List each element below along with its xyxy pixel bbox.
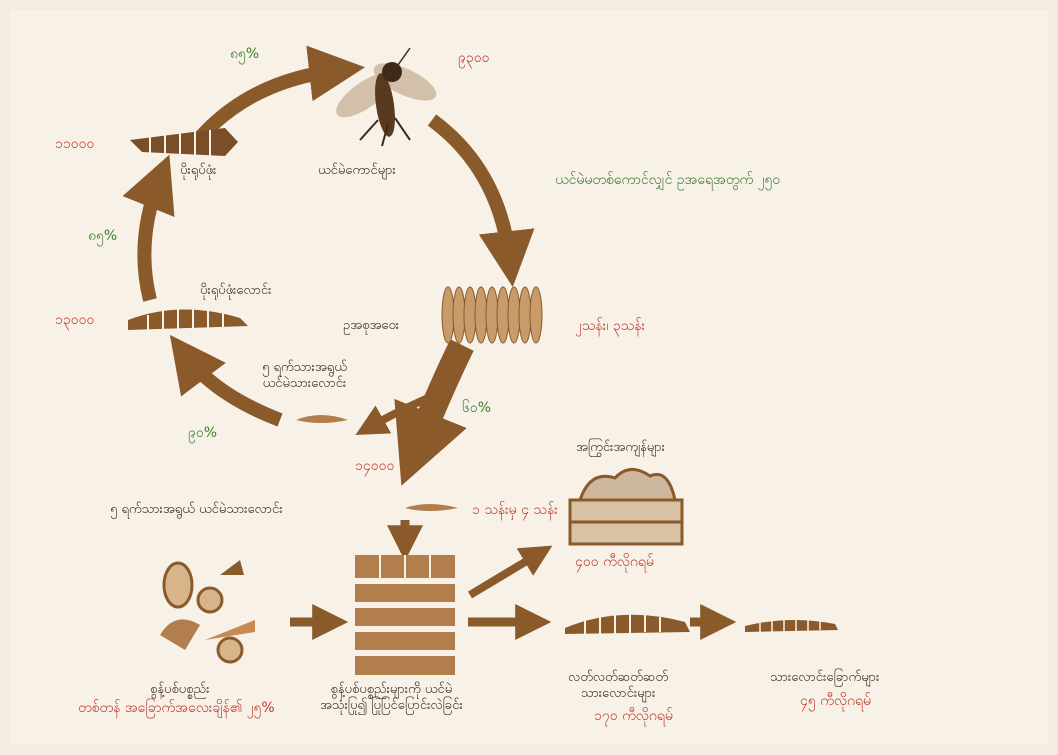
fly-label: ယင်မဲကောင်များ	[318, 163, 396, 178]
pupa-label: ပိုးရုပ်ဖုံး	[180, 163, 217, 178]
process-larva-label: ၅ ရက်သားအရွယ် ယင်မဲသားလောင်း	[110, 502, 283, 517]
pupa-survival-rate: ၈၅%	[230, 46, 260, 62]
conversion-label: စွန့်ပစ်ပစ္စည်းများကို ယင်မဲ အသုံးပြု၍ ပ…	[320, 682, 463, 714]
eggs-per-female: ယင်မဲမတစ်ကောင်လျှင် ဥအရေအတွက် ၂၅၀	[555, 172, 781, 188]
larva-small-illustration-cycle	[296, 415, 348, 423]
larva-small-illustration-process	[405, 504, 458, 511]
waste-amount: တစ်တန် အခြောက်အလေးချိန်၏ ၂၅%	[78, 700, 275, 716]
arrow-eggs-to-hatch	[394, 339, 474, 486]
prepupa-label: ပိုးရုပ်ဖုံးလောင်း	[200, 283, 272, 298]
process-larva-amount: ၁ သန်းမှ ၄ သန်း	[472, 502, 558, 518]
dried-larvae-label: သားလောင်းခြောက်များ	[770, 670, 880, 685]
egg-cluster-illustration	[441, 286, 543, 344]
arrow-fly-to-eggs	[427, 114, 535, 288]
arrow-prepupa-to-pupa	[122, 154, 175, 302]
food-waste-illustration	[160, 560, 255, 664]
residue-label: အကြွင်းအကျန်များ	[576, 440, 665, 455]
arrow-pupa-to-fly	[192, 45, 366, 145]
prepupa-count: ၁၃၀၀၀	[55, 312, 95, 328]
arrow-larva-to-prepupa	[169, 334, 283, 427]
fly-illustration	[336, 47, 437, 147]
fresh-larvae-illustration	[565, 613, 690, 634]
residue-amount: ၄၀၀ ကီလိုဂရမ်	[575, 554, 654, 570]
larva-small-label: ၅ ရက်သားအရွယ် ယင်မဲသားလောင်း	[262, 360, 347, 392]
pupa-illustration	[130, 128, 238, 156]
prepupa-illustration	[128, 308, 248, 330]
arrow-conversion-to-residue	[467, 545, 553, 599]
dried-larvae-illustration	[745, 619, 838, 632]
residue-basket-illustration	[568, 468, 684, 546]
fresh-larvae-amount: ၁၇၀ ကီလိုဂရမ်	[594, 708, 673, 724]
prepupa-survival-rate: ၈၅%	[88, 228, 118, 244]
eggs-count: ၂သန်း၊ ၃သန်း	[575, 318, 646, 334]
hatch-count: ၁၄၀၀၀	[355, 458, 395, 474]
pupa-count: ၁၁၀၀၀	[55, 136, 95, 152]
larvae-bin-stack-illustration	[355, 555, 455, 675]
eggs-label: ဥအစုအဝေး	[343, 318, 400, 333]
fly-count: ၉၃၀၀	[458, 50, 490, 66]
larva-small-survival-rate: ၉၀%	[188, 425, 218, 441]
waste-label: စွန့်ပစ်ပစ္စည်း	[150, 682, 210, 697]
dried-larvae-amount: ၄၅ ကီလိုဂရမ်	[800, 693, 872, 709]
fresh-larvae-label: လတ်လတ်ဆတ်ဆတ် သားလောင်းများ	[568, 670, 669, 702]
hatch-survival-rate: ၆၀%	[462, 400, 492, 416]
